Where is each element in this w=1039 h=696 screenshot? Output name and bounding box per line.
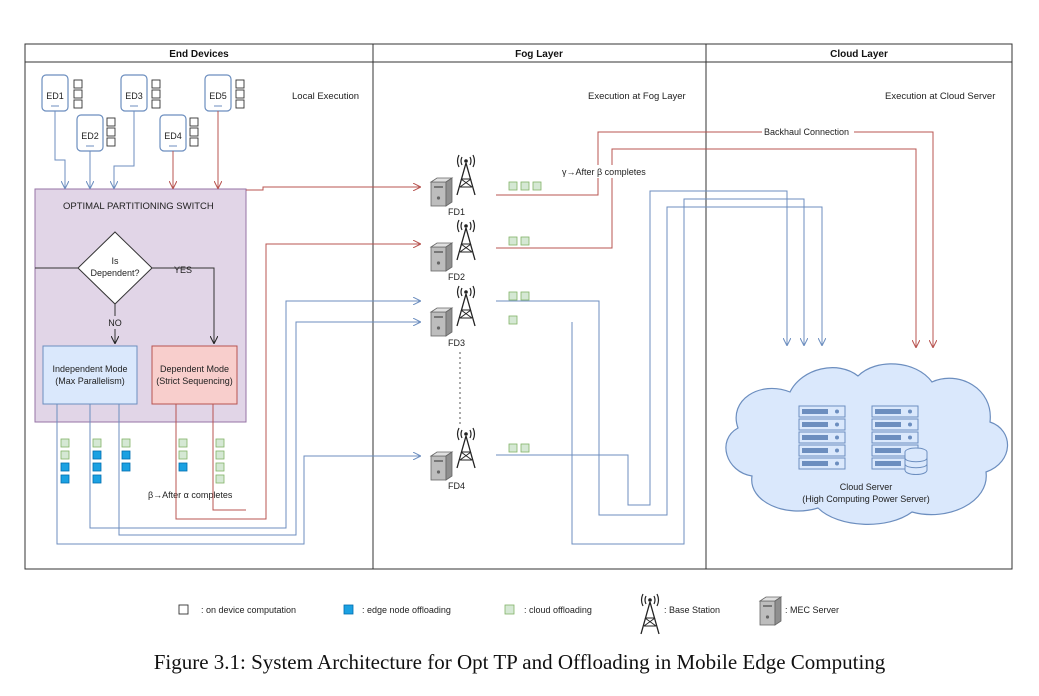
fd4-cloud-tasks bbox=[508, 443, 530, 453]
fog-device-fd2: FD2 bbox=[430, 219, 476, 282]
decision-text-line2: Dependent? bbox=[90, 268, 139, 278]
local-execution-label: Local Execution bbox=[292, 91, 359, 102]
dependent-mode-box bbox=[151, 345, 238, 405]
base-station-icon bbox=[456, 427, 476, 469]
dependent-mode-title: Dependent Mode bbox=[160, 364, 229, 374]
legend-mec: : MEC Server bbox=[785, 605, 839, 615]
base-station-icon bbox=[456, 154, 476, 196]
fd2-cloud-tasks bbox=[508, 236, 530, 246]
base-station-icon bbox=[456, 219, 476, 261]
legend-cloud: : cloud offloading bbox=[524, 605, 592, 615]
base-station-icon bbox=[640, 593, 660, 635]
cloud-execution-label: Execution at Cloud Server bbox=[885, 91, 995, 102]
legend: : on device computation : edge node offl… bbox=[178, 593, 839, 635]
diagram-frame bbox=[24, 43, 1013, 570]
mec-server-icon bbox=[430, 307, 453, 337]
task-stack-4 bbox=[178, 438, 188, 472]
gamma-dependency-note: γ→After β completes bbox=[562, 167, 646, 177]
device-label: ED2 bbox=[81, 131, 99, 141]
mec-server-icon bbox=[759, 596, 782, 626]
beta-dependency-note: β→After α completes bbox=[148, 490, 233, 500]
fog-device-fd4: FD4 bbox=[430, 427, 476, 491]
mec-server-icon bbox=[430, 242, 453, 272]
fog-device-fd1: FD1 bbox=[430, 154, 476, 217]
legend-on-device: : on device computation bbox=[201, 605, 296, 615]
task-stack-5 bbox=[215, 438, 225, 484]
dependent-mode-subtitle: (Strict Sequencing) bbox=[156, 376, 233, 386]
independent-mode-title: Independent Mode bbox=[52, 364, 127, 374]
column-header-end-devices: End Devices bbox=[169, 49, 229, 60]
fog-device-label: FD1 bbox=[448, 207, 465, 217]
legend-base-station: : Base Station bbox=[664, 605, 720, 615]
architecture-diagram: End Devices Fog Layer Cloud Layer Local … bbox=[24, 43, 1013, 635]
task-stack-3 bbox=[121, 438, 131, 472]
device-label: ED4 bbox=[164, 131, 182, 141]
device-label: ED3 bbox=[125, 91, 143, 101]
device-label: ED5 bbox=[209, 91, 227, 101]
backhaul-label: Backhaul Connection bbox=[764, 127, 849, 137]
figure-caption: Figure 3.1: System Architecture for Opt … bbox=[153, 650, 886, 674]
fd3-cloud-tasks bbox=[508, 291, 530, 325]
edge-square-icon bbox=[343, 604, 354, 615]
switch-title: OPTIMAL PARTITIONING SWITCH bbox=[63, 201, 214, 212]
device-ed2: ED2 bbox=[76, 114, 116, 152]
fog-device-label: FD4 bbox=[448, 481, 465, 491]
fog-device-fd3: FD3 bbox=[430, 285, 476, 348]
fog-execution-label: Execution at Fog Layer bbox=[588, 91, 686, 102]
device-label: ED1 bbox=[46, 91, 64, 101]
cloud-shape bbox=[725, 363, 1009, 525]
fog-device-label: FD3 bbox=[448, 338, 465, 348]
mec-server-icon bbox=[430, 177, 453, 207]
cloud-server-title: Cloud Server bbox=[840, 482, 893, 492]
device-ed3: ED3 bbox=[120, 74, 161, 112]
yes-label: YES bbox=[174, 265, 192, 275]
base-station-icon bbox=[456, 285, 476, 327]
device-ed1: ED1 bbox=[41, 74, 83, 112]
column-header-fog-layer: Fog Layer bbox=[515, 49, 563, 60]
fd1-cloud-tasks bbox=[508, 181, 542, 191]
no-label: NO bbox=[108, 318, 122, 328]
task-stack-2 bbox=[92, 438, 102, 484]
database-icon bbox=[904, 447, 928, 475]
column-header-cloud-layer: Cloud Layer bbox=[830, 49, 888, 60]
independent-mode-box bbox=[42, 345, 138, 405]
mec-server-icon bbox=[430, 451, 453, 481]
fog-device-label: FD2 bbox=[448, 272, 465, 282]
decision-text-line1: Is bbox=[111, 256, 119, 266]
cloud-server-rack-1 bbox=[798, 405, 846, 470]
device-ed5: ED5 bbox=[204, 74, 245, 112]
on-device-square-icon bbox=[178, 604, 189, 615]
task-stack-1 bbox=[60, 438, 70, 484]
device-ed4: ED4 bbox=[159, 114, 199, 152]
legend-edge: : edge node offloading bbox=[362, 605, 451, 615]
independent-mode-subtitle: (Max Parallelism) bbox=[55, 376, 125, 386]
cloud-server-subtitle: (High Computing Power Server) bbox=[802, 494, 930, 504]
cloud-square-icon bbox=[504, 604, 515, 615]
